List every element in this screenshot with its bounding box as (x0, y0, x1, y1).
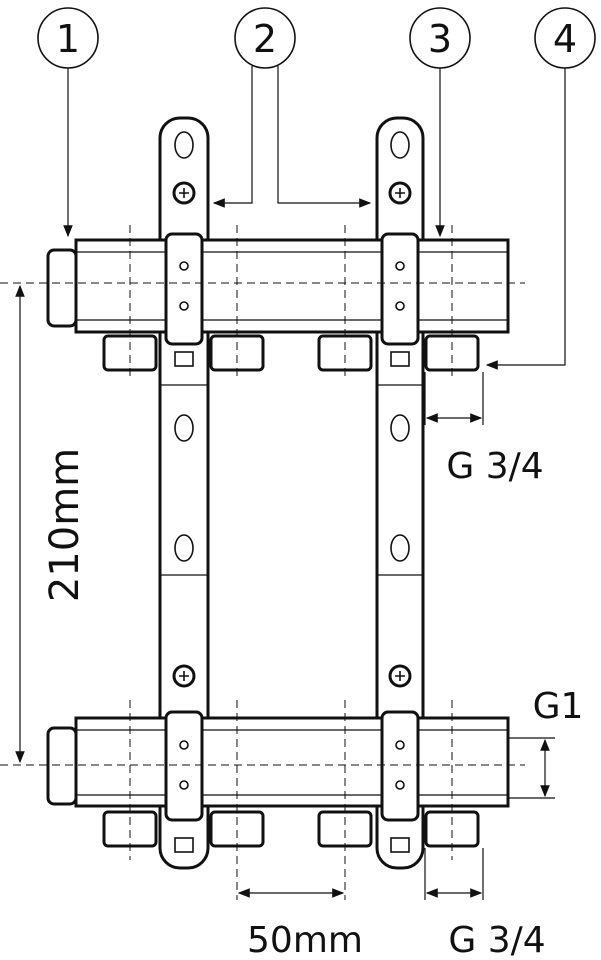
main-thread-label: G1 (533, 686, 584, 727)
dimension-outlet-top: G 3/4 (424, 372, 544, 487)
dimension-outlet-bottom: G 3/4 (424, 848, 546, 960)
height-label: 210mm (42, 448, 88, 602)
top-manifold (46, 232, 510, 372)
outlet-top-label: G 3/4 (446, 446, 543, 487)
spacing-label: 50mm (247, 920, 363, 960)
dimension-spacing: 50mm (237, 888, 363, 960)
callout-label: 4 (553, 17, 577, 61)
dimension-height: 210mm (15, 284, 88, 764)
callout-label: 3 (428, 17, 452, 61)
callout-1: 1 (37, 7, 99, 238)
callout-4: 4 (485, 7, 596, 370)
bottom-manifold (46, 710, 510, 848)
center-lines (0, 225, 525, 900)
dimension-main-thread: G1 (508, 686, 584, 799)
callout-label: 2 (253, 17, 277, 61)
callout-3: 3 (409, 7, 471, 238)
outlet-bottom-label: G 3/4 (448, 920, 545, 960)
callout-2: 2 (212, 7, 372, 208)
callout-label: 1 (56, 17, 80, 61)
screw-icons (172, 181, 412, 688)
